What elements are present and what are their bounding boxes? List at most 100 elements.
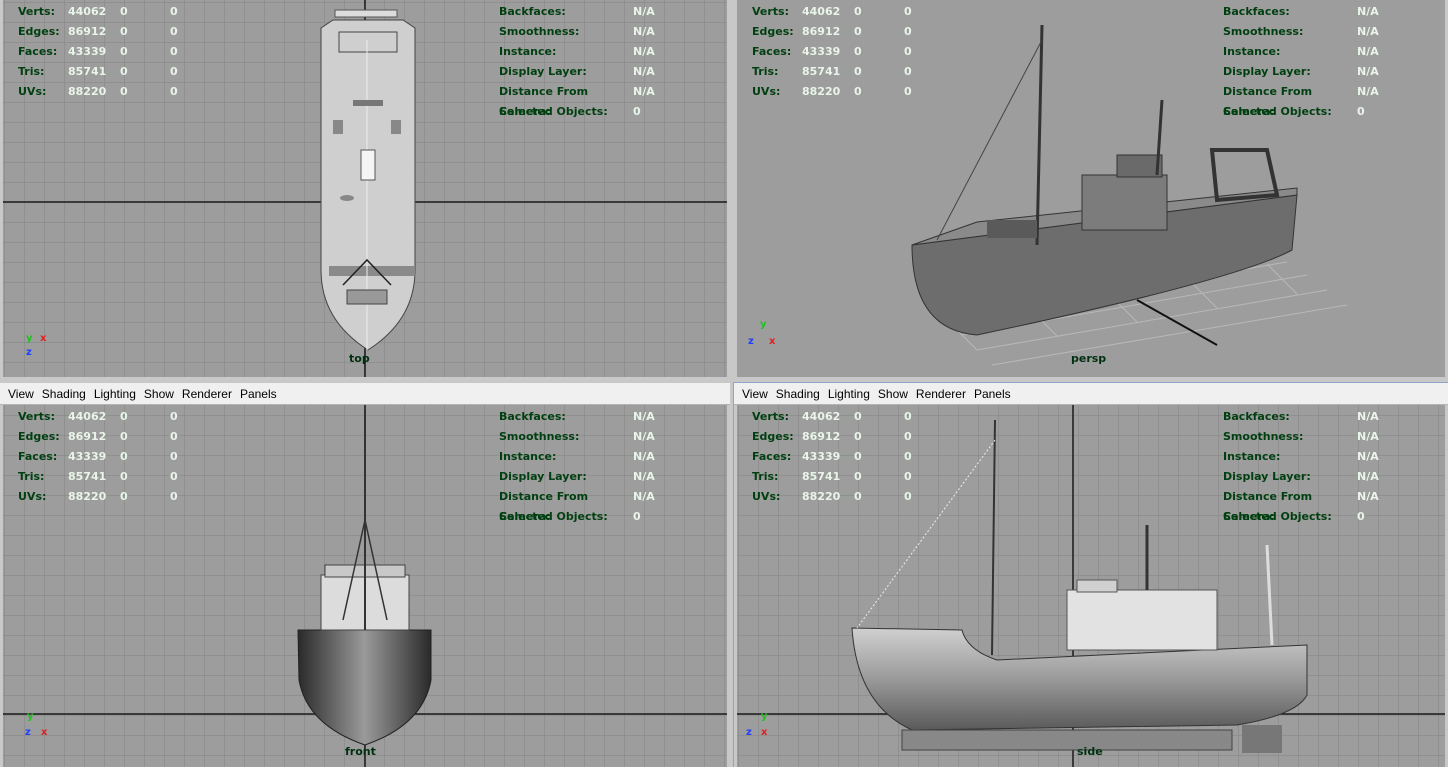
boat-top-model: [320, 9, 416, 351]
hud-value: 0: [854, 430, 862, 443]
axis-x-label: x: [761, 727, 768, 738]
hud-label: UVs:: [752, 490, 781, 503]
hud-value: 0: [120, 65, 128, 78]
hud-info-persp: Backfaces:N/A Smoothness:N/A Instance:N/…: [1223, 2, 1379, 122]
hud-label: Faces:: [752, 45, 792, 58]
hud-value: N/A: [633, 85, 655, 98]
hud-value: N/A: [633, 25, 655, 38]
menu-renderer[interactable]: Renderer: [181, 386, 232, 401]
hud-value: 0: [854, 490, 862, 503]
menu-show[interactable]: Show: [143, 386, 174, 401]
hud-value: 44062: [802, 5, 841, 18]
menu-panels[interactable]: Panels: [973, 386, 1011, 401]
hud-value: 0: [633, 510, 641, 523]
hud-value: 0: [904, 45, 912, 58]
menu-view[interactable]: View: [8, 386, 34, 401]
hud-label: UVs:: [752, 85, 781, 98]
hud-value: 0: [170, 25, 178, 38]
hud-label: Verts:: [752, 5, 790, 18]
hud-label: Instance:: [499, 45, 557, 58]
menu-show[interactable]: Show: [877, 386, 908, 401]
menu-renderer[interactable]: Renderer: [915, 386, 966, 401]
hud-value: 44062: [802, 410, 841, 423]
hud-value: 0: [170, 470, 178, 483]
hud-value: 86912: [68, 25, 107, 38]
hud-value: N/A: [1357, 25, 1379, 38]
hud-value: N/A: [1357, 470, 1379, 483]
hud-value: 86912: [68, 430, 107, 443]
hud-value: N/A: [633, 450, 655, 463]
menu-panels[interactable]: Panels: [239, 386, 277, 401]
hud-value: 88220: [802, 85, 841, 98]
hud-value: 0: [170, 45, 178, 58]
hud-value: 0: [904, 25, 912, 38]
hud-value: N/A: [633, 430, 655, 443]
viewport-name-top: top: [349, 352, 370, 365]
viewport-front[interactable]: View Shading Lighting Show Renderer Pane…: [0, 383, 730, 767]
menu-shading[interactable]: Shading: [775, 386, 820, 401]
hud-value: 0: [904, 470, 912, 483]
hud-label: Smoothness:: [1223, 25, 1304, 38]
hud-label: Verts:: [752, 410, 790, 423]
hud-value: 0: [854, 25, 862, 38]
hud-label: Edges:: [18, 430, 60, 443]
front-view-scene: [3, 405, 727, 767]
hud-value: 0: [854, 65, 862, 78]
hud-value: N/A: [1357, 450, 1379, 463]
hud-value: 0: [120, 5, 128, 18]
hud-value: 86912: [802, 25, 841, 38]
axis-z-label: z: [26, 347, 32, 358]
menu-shading[interactable]: Shading: [41, 386, 86, 401]
hud-value: N/A: [1357, 45, 1379, 58]
hud-label: Smoothness:: [1223, 430, 1304, 443]
axis-z-label: z: [25, 727, 31, 738]
hud-value: 85741: [802, 65, 841, 78]
hud-value: 44062: [68, 5, 107, 18]
hud-value: N/A: [633, 410, 655, 423]
hud-value: 0: [170, 85, 178, 98]
menu-lighting[interactable]: Lighting: [827, 386, 870, 401]
side-view-scene: [737, 405, 1445, 767]
hud-label: Distance From Camera:: [1223, 85, 1313, 118]
hud-info-side: Backfaces:N/A Smoothness:N/A Instance:N/…: [1223, 407, 1379, 527]
hud-label: Backfaces:: [499, 5, 566, 18]
hud-value: 0: [854, 450, 862, 463]
hud-label: Selected Objects:: [1223, 510, 1332, 523]
hud-value: 43339: [68, 450, 107, 463]
axis-y-label: y: [761, 711, 768, 722]
hud-value: 0: [170, 410, 178, 423]
hud-value: 0: [854, 470, 862, 483]
hud-label: Edges:: [752, 430, 794, 443]
hud-value: 0: [120, 450, 128, 463]
hud-label: Tris:: [752, 470, 779, 483]
menu-view[interactable]: View: [742, 386, 768, 401]
hud-label: Instance:: [499, 450, 557, 463]
hud-value: 85741: [802, 470, 841, 483]
hud-label: Selected Objects:: [499, 510, 608, 523]
hud-value: N/A: [633, 490, 655, 503]
hud-value: 43339: [802, 450, 841, 463]
hud-label: Selected Objects:: [1223, 105, 1332, 118]
boat-front-model: [297, 410, 432, 746]
hud-value: 0: [854, 85, 862, 98]
hud-value: N/A: [1357, 490, 1379, 503]
menu-lighting[interactable]: Lighting: [93, 386, 136, 401]
hud-value: 0: [120, 25, 128, 38]
viewport-side[interactable]: View Shading Lighting Show Renderer Pane…: [733, 382, 1448, 767]
hud-value: N/A: [633, 65, 655, 78]
hud-value: 0: [904, 450, 912, 463]
hud-label: UVs:: [18, 490, 47, 503]
hud-label: UVs:: [18, 85, 47, 98]
viewport-name-persp: persp: [1071, 352, 1107, 365]
boat-side-model: [851, 419, 1308, 753]
